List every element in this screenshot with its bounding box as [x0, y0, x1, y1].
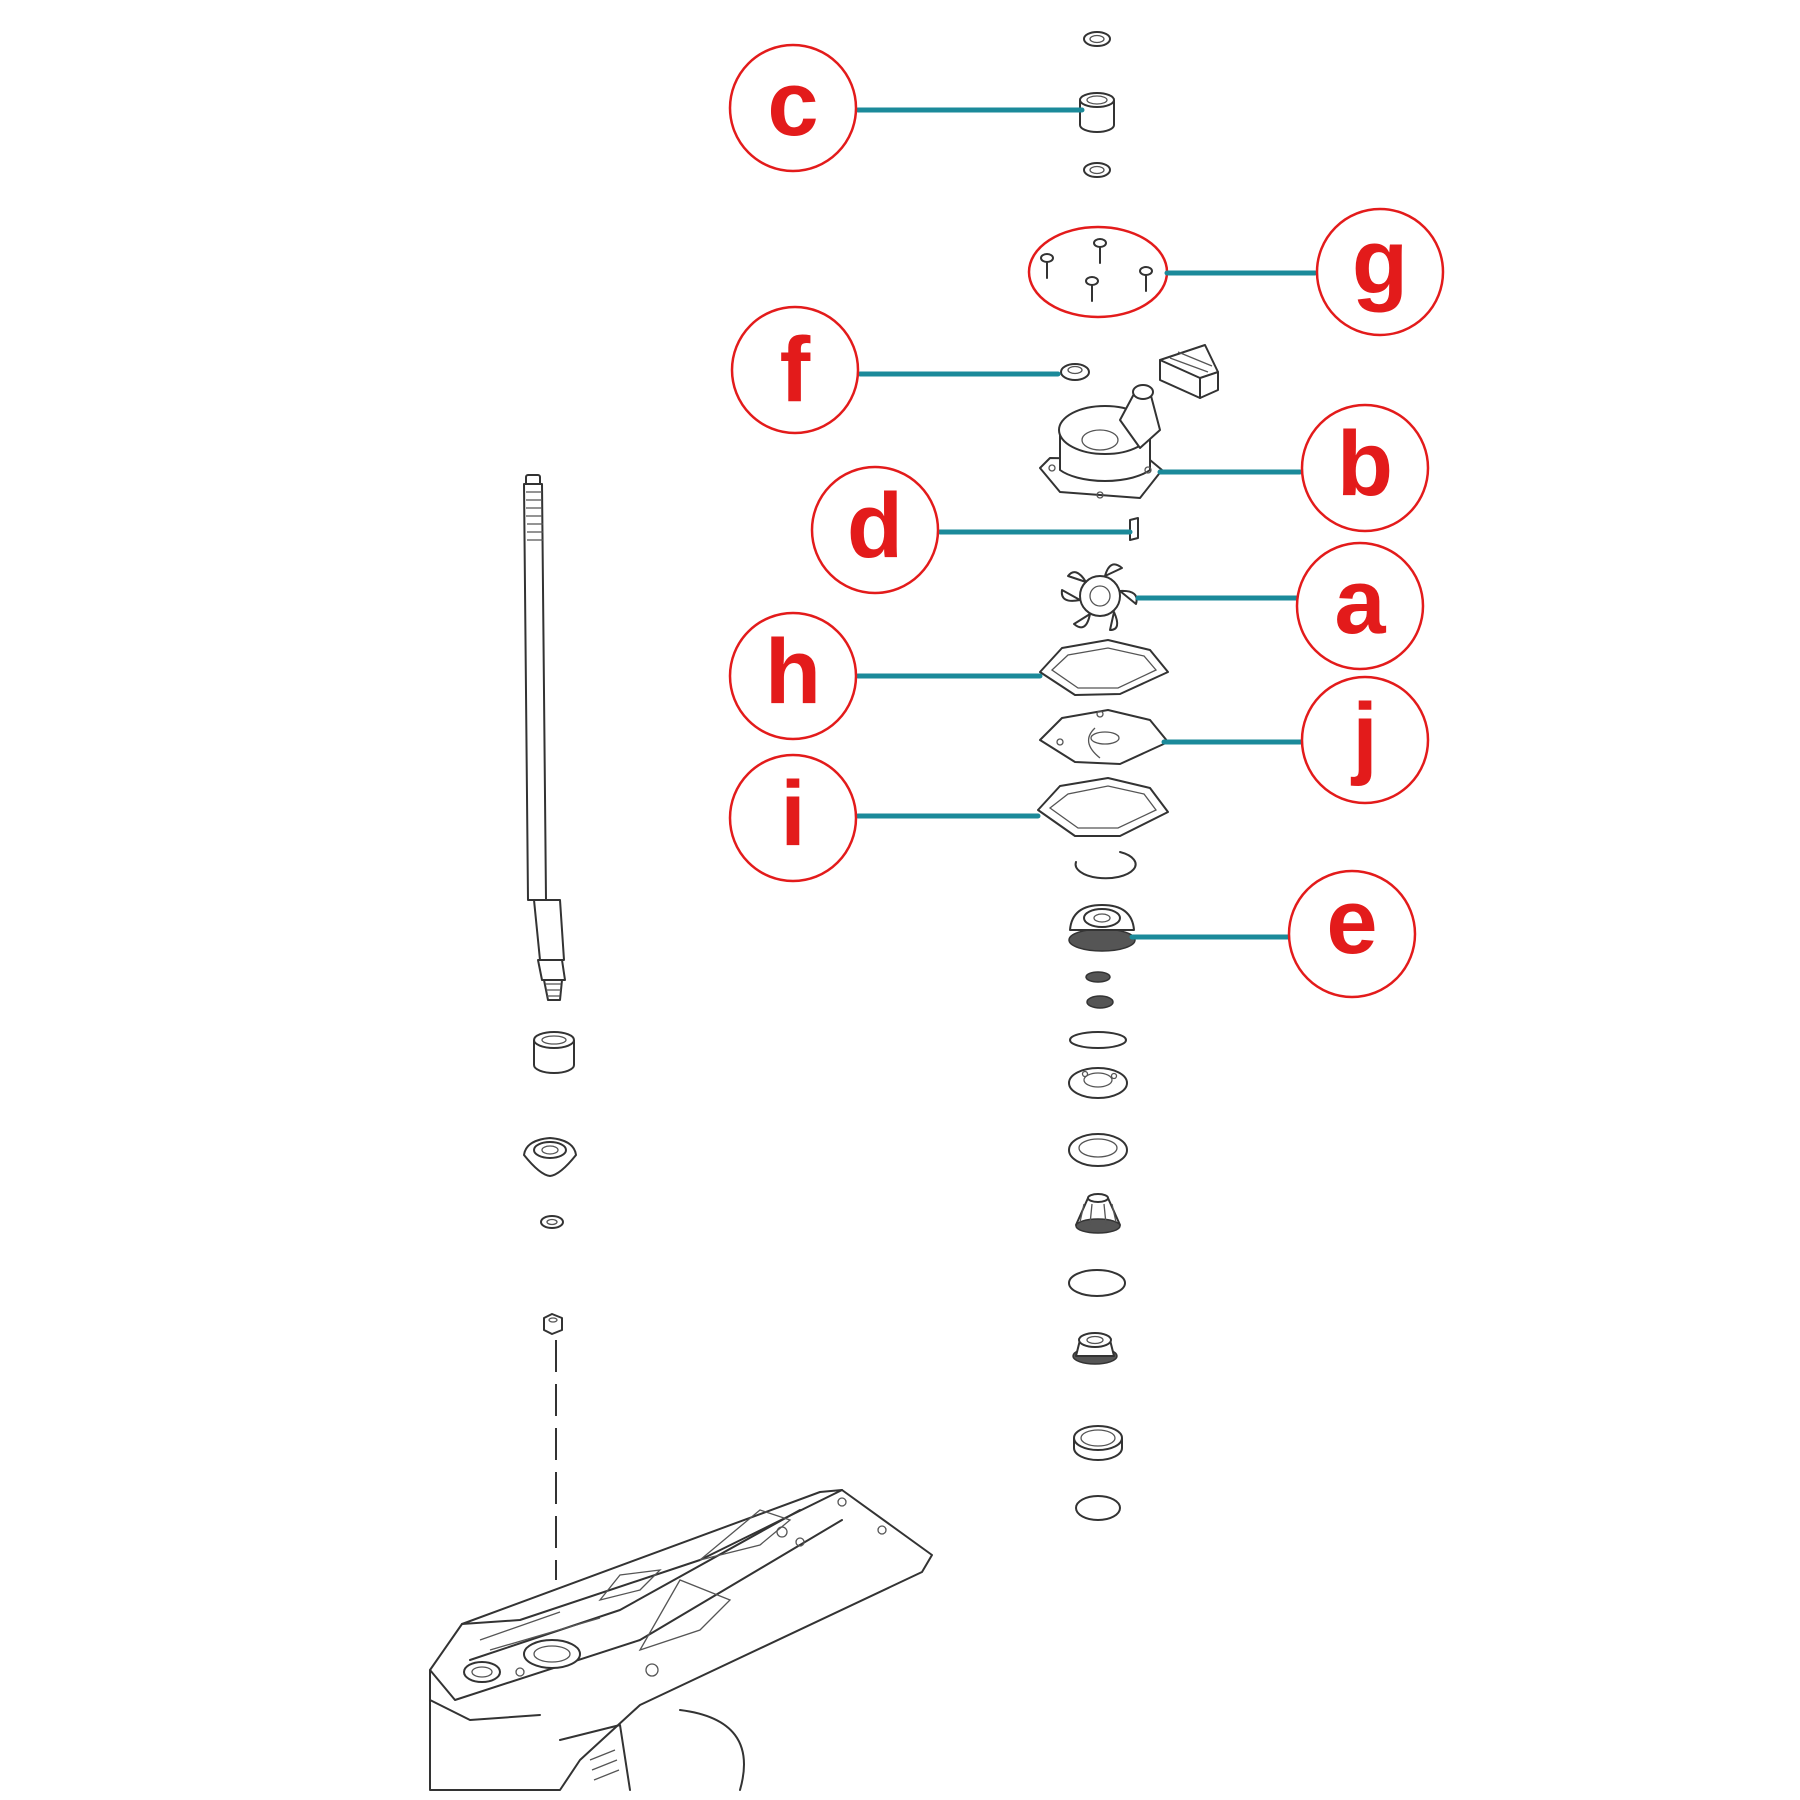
- svg-text:d: d: [847, 475, 903, 577]
- driveshaft-bushing: [533, 1031, 575, 1074]
- retainer-part: [1068, 1067, 1128, 1099]
- seal-small-1: [1085, 971, 1111, 983]
- svg-text:g: g: [1352, 211, 1408, 313]
- driveshaft-seal: [523, 1137, 577, 1177]
- washer-lower: [1083, 162, 1111, 178]
- callouts: c g f b d a h j: [728, 43, 1445, 999]
- callout-h[interactable]: h: [728, 611, 858, 741]
- callout-c[interactable]: c: [728, 43, 858, 173]
- lower-gasket-part: [1037, 777, 1169, 837]
- insert-block: [1159, 344, 1219, 399]
- seal-carrier-part: [1068, 904, 1136, 952]
- impeller-part: [1060, 563, 1138, 631]
- svg-text:h: h: [765, 621, 821, 723]
- callout-f[interactable]: f: [730, 305, 860, 435]
- bushing-part: [1079, 92, 1115, 133]
- o-ring-1: [1069, 1031, 1127, 1049]
- svg-text:e: e: [1326, 871, 1377, 973]
- key-part: [1129, 517, 1139, 541]
- driveshaft: [523, 474, 566, 1001]
- callout-d[interactable]: d: [810, 465, 940, 595]
- gearcase: [429, 1489, 933, 1791]
- callout-b[interactable]: b: [1300, 403, 1430, 533]
- leader-lines: [855, 107, 1318, 940]
- svg-text:j: j: [1350, 685, 1378, 787]
- grommet-part: [1060, 363, 1090, 381]
- o-ring-3: [1075, 1495, 1121, 1521]
- svg-text:a: a: [1334, 551, 1386, 653]
- svg-text:f: f: [780, 319, 811, 421]
- pump-housing-part: [1039, 384, 1163, 499]
- upper-gasket-part: [1039, 639, 1169, 696]
- bolts-set: [1040, 238, 1153, 302]
- washer-top: [1083, 31, 1111, 47]
- bearing-cup-1: [1068, 1133, 1128, 1167]
- callout-a[interactable]: a: [1295, 541, 1425, 671]
- wear-plate-part: [1039, 709, 1169, 765]
- left-parts-column: [523, 474, 577, 1580]
- right-parts-column: [1027, 31, 1219, 1521]
- svg-text:c: c: [767, 53, 818, 155]
- seal-small-2: [1086, 995, 1114, 1009]
- svg-text:i: i: [780, 763, 806, 865]
- o-ring-2: [1068, 1269, 1126, 1297]
- callout-e[interactable]: e: [1287, 869, 1417, 999]
- tapered-bearing-1: [1075, 1193, 1121, 1234]
- driveshaft-nut: [543, 1313, 563, 1335]
- snap-ring: [1074, 851, 1137, 880]
- svg-text:b: b: [1337, 413, 1393, 515]
- callout-g[interactable]: g: [1315, 207, 1445, 337]
- callout-i[interactable]: i: [728, 753, 858, 883]
- tapered-bearing-2: [1072, 1332, 1118, 1365]
- driveshaft-washer: [540, 1215, 564, 1229]
- bearing-cup-2: [1073, 1425, 1123, 1461]
- callout-j[interactable]: j: [1300, 675, 1430, 805]
